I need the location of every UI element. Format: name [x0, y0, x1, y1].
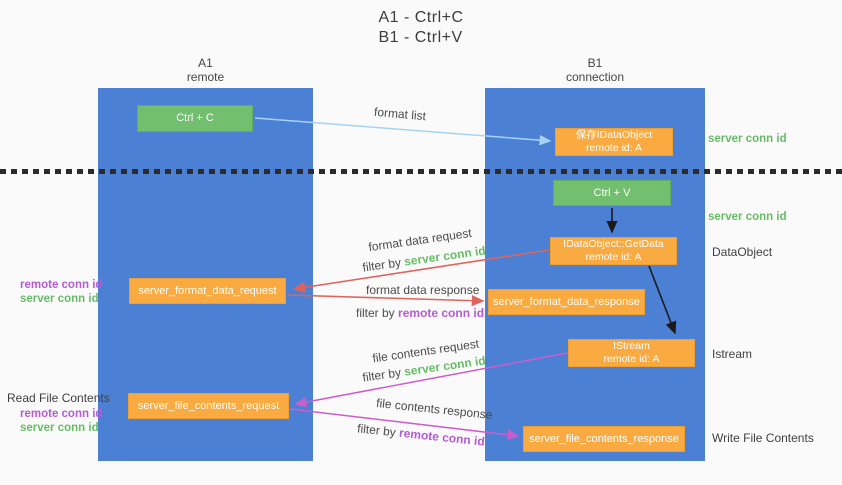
server-format-data-response-box: server_format_data_response: [488, 289, 645, 315]
lane-a-header: A1 remote: [98, 56, 313, 84]
filter-by-remote-conn-id-1: filter by remote conn id: [356, 306, 484, 320]
server-file-contents-request-label: server_file_contents_request: [137, 399, 280, 412]
ctrl-v-label: Ctrl + V: [593, 186, 631, 199]
server-format-data-response-label: server_format_data_response: [493, 295, 640, 308]
server-file-contents-response-box: server_file_contents_response: [523, 426, 685, 452]
file-contents-response-label: file contents response: [375, 395, 494, 423]
save-dataobject-line2: remote id: A: [585, 142, 643, 154]
remote-conn-id-left-1: remote conn id: [20, 279, 103, 291]
getdata-line1: IDataObject::GetData: [563, 238, 664, 250]
ctrl-v-box: Ctrl + V: [553, 180, 671, 206]
filter-by-text: filter by: [356, 306, 395, 320]
write-file-contents-label: Write File Contents: [712, 431, 814, 445]
lane-a-id: A1: [198, 56, 213, 70]
format-list-label: format list: [373, 104, 427, 124]
remote-conn-id-left-2: remote conn id: [20, 408, 103, 420]
lane-b-id: B1: [587, 56, 603, 70]
save-dataobject-line1: 保存IDataObject: [575, 129, 653, 141]
istream-box: IStream remote id: A: [568, 339, 695, 367]
title-line-2: B1 - Ctrl+V: [378, 29, 463, 46]
diagram-title: A1 - Ctrl+C B1 - Ctrl+V: [0, 8, 842, 48]
getdata-line2: remote id: A: [585, 251, 642, 263]
lane-b-header: B1 connection: [485, 56, 705, 84]
title-line-1: A1 - Ctrl+C: [378, 9, 464, 26]
filter-by-text: filter by: [356, 421, 397, 440]
server-conn-id-left-2: server conn id: [20, 422, 99, 434]
read-file-contents-label: Read File Contents: [7, 391, 110, 405]
server-conn-id-right-top: server conn id: [708, 133, 787, 145]
save-dataobject-box: 保存IDataObject remote id: A: [555, 128, 673, 156]
filter-by-text: filter by: [361, 255, 402, 275]
getdata-box: IDataObject::GetData remote id: A: [550, 237, 677, 265]
dataobject-label: DataObject: [712, 245, 773, 259]
ctrl-c-box: Ctrl + C: [137, 105, 253, 132]
filter-by-remote-conn-id-2: filter by remote conn id: [357, 421, 486, 448]
server-format-data-request-box: server_format_data_request: [129, 278, 286, 304]
istream-side-label: Istream: [712, 347, 753, 361]
filter-by-text: filter by: [361, 365, 402, 385]
format-data-response-label: format data response: [366, 283, 480, 297]
server-conn-id-right-mid: server conn id: [708, 211, 787, 223]
istream-line2: remote id: A: [603, 353, 660, 365]
lane-b-role: connection: [565, 70, 625, 84]
server-file-contents-request-box: server_file_contents_request: [128, 393, 289, 419]
remote-conn-id-text: remote conn id: [398, 425, 486, 449]
ctrl-c-label: Ctrl + C: [176, 112, 214, 124]
lane-a-role: remote: [186, 70, 225, 84]
server-format-data-request-label: server_format_data_request: [138, 284, 277, 297]
istream-line1: IStream: [613, 340, 650, 352]
server-file-contents-response-label: server_file_contents_response: [529, 432, 679, 445]
remote-conn-id-text: remote conn id: [398, 306, 485, 320]
dotted-separator: [0, 169, 842, 174]
server-conn-id-left-1: server conn id: [20, 293, 99, 305]
